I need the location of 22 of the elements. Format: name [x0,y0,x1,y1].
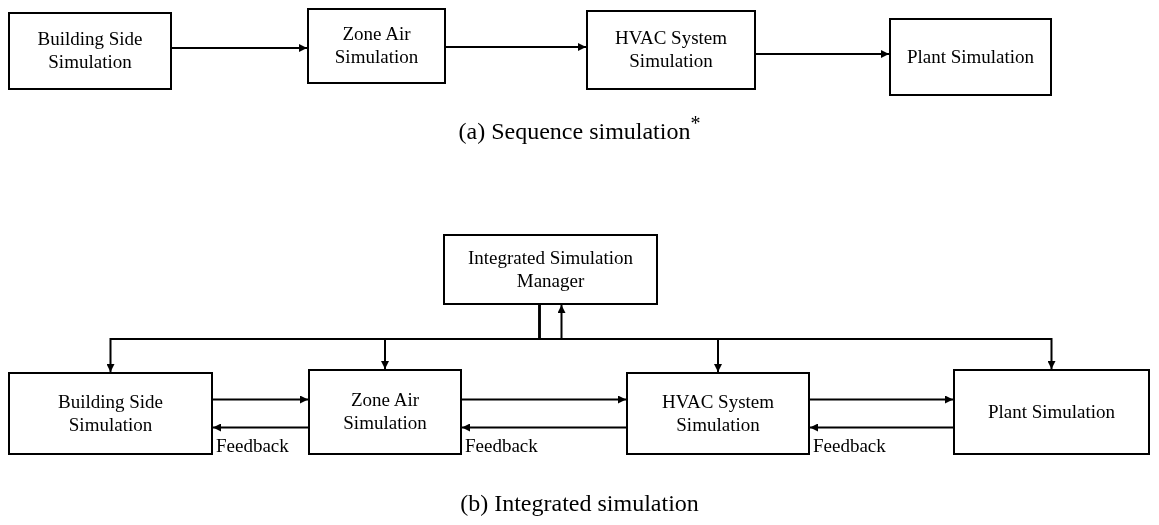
arrow [538,304,1056,370]
arrow [445,43,587,51]
arrow [212,423,309,432]
figure-caption: (b) Integrated simulation [460,490,699,516]
process-box: Plant Simulation [889,18,1052,96]
arrow [461,423,627,432]
process-box: Zone Air Simulation [307,8,446,84]
arrow [461,395,627,404]
arrow [171,44,308,52]
process-box: Zone Air Simulation [308,369,462,455]
process-box: Building Side Simulation [8,12,172,90]
arrow [809,423,954,432]
arrow [557,304,566,340]
arrow [809,395,954,404]
process-box: HVAC System Simulation [626,372,810,455]
process-box: Integrated Simulation Manager [443,234,658,305]
process-box: Plant Simulation [953,369,1150,455]
figure-caption: (a) Sequence simulation$^{*}$ [458,118,701,144]
process-box: Building Side Simulation [8,372,213,455]
arrow [212,395,309,404]
process-box: HVAC System Simulation [586,10,756,90]
arrow [755,50,890,58]
